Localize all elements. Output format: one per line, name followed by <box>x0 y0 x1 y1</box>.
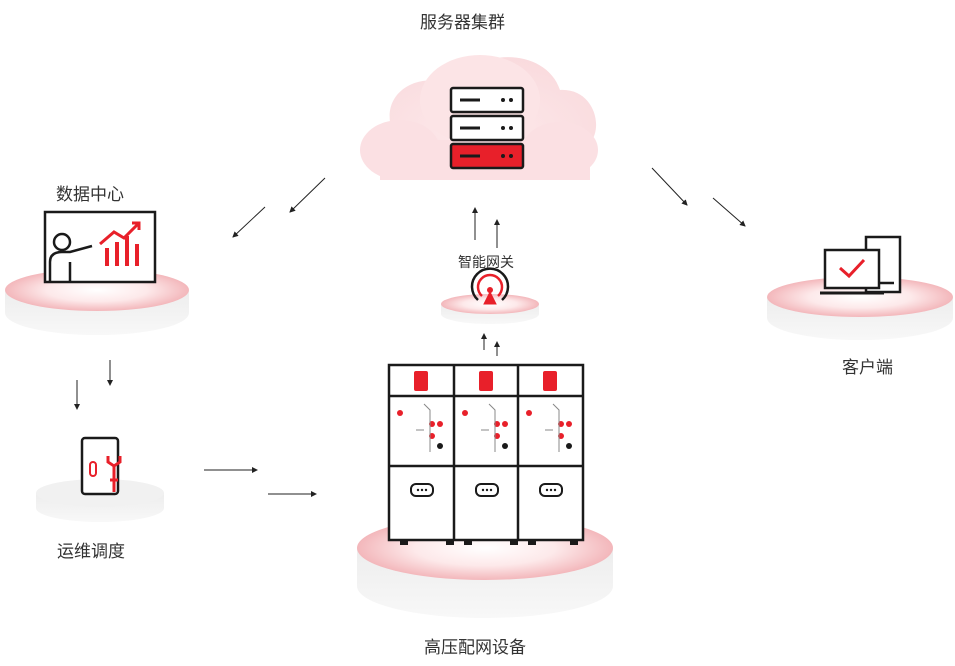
presentation-chart-icon <box>43 210 157 284</box>
arrow-cloud-to-datacenter-1 <box>289 177 326 213</box>
cabinet-wrench-icon <box>80 436 122 496</box>
arrow-cloud-to-client-1 <box>651 167 688 206</box>
client-pedestal <box>767 277 953 340</box>
client-label: 客户端 <box>842 358 893 378</box>
gateway-label: 智能网关 <box>458 255 514 271</box>
data-center-label: 数据中心 <box>56 185 124 205</box>
ops-label: 运维调度 <box>57 542 125 562</box>
arrow-cloud-to-datacenter-2 <box>232 206 266 238</box>
hv-equipment-label: 高压配网设备 <box>424 638 526 658</box>
desktop-check-icon <box>820 235 902 295</box>
arrow-cloud-to-client-2 <box>712 197 746 227</box>
switchgear-cabinet-icon <box>387 363 585 545</box>
server-cluster-label: 服务器集群 <box>420 13 505 33</box>
server-rack-icon <box>449 86 525 170</box>
connector-arrows <box>74 167 746 497</box>
antenna-signal-icon <box>470 267 510 305</box>
